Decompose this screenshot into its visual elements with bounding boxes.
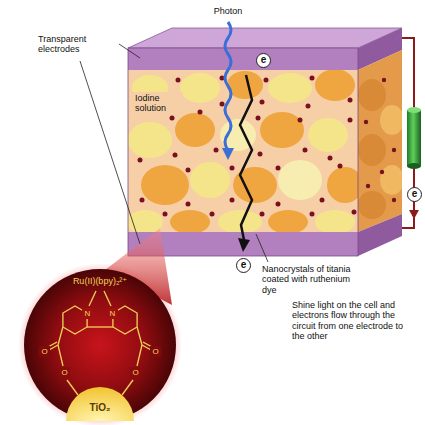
electron-marker: e xyxy=(256,53,271,68)
atom-label: O xyxy=(150,346,161,357)
explanation-note: Shine light on the cell and electrons fl… xyxy=(292,300,416,341)
complex-formula: Ru(II)(bpy)₂²⁺ xyxy=(50,276,150,286)
particle-label: Nanocrystals of titania coated with ruth… xyxy=(262,264,358,295)
titania-particle: TiO₂ xyxy=(66,387,134,421)
electrode-label: Transparent electrodes xyxy=(38,34,120,55)
electron-marker: e xyxy=(236,258,251,273)
photon-label: Photon xyxy=(203,6,253,16)
atom-label: N xyxy=(107,308,118,319)
atom-label: O xyxy=(59,367,70,378)
solution-label: Iodine solution xyxy=(133,92,183,115)
atom-label: N xyxy=(82,308,93,319)
atom-label: O xyxy=(39,346,50,357)
atom-label: O xyxy=(130,367,141,378)
particle-label: TiO₂ xyxy=(66,387,134,413)
electron-marker: e xyxy=(407,187,422,202)
